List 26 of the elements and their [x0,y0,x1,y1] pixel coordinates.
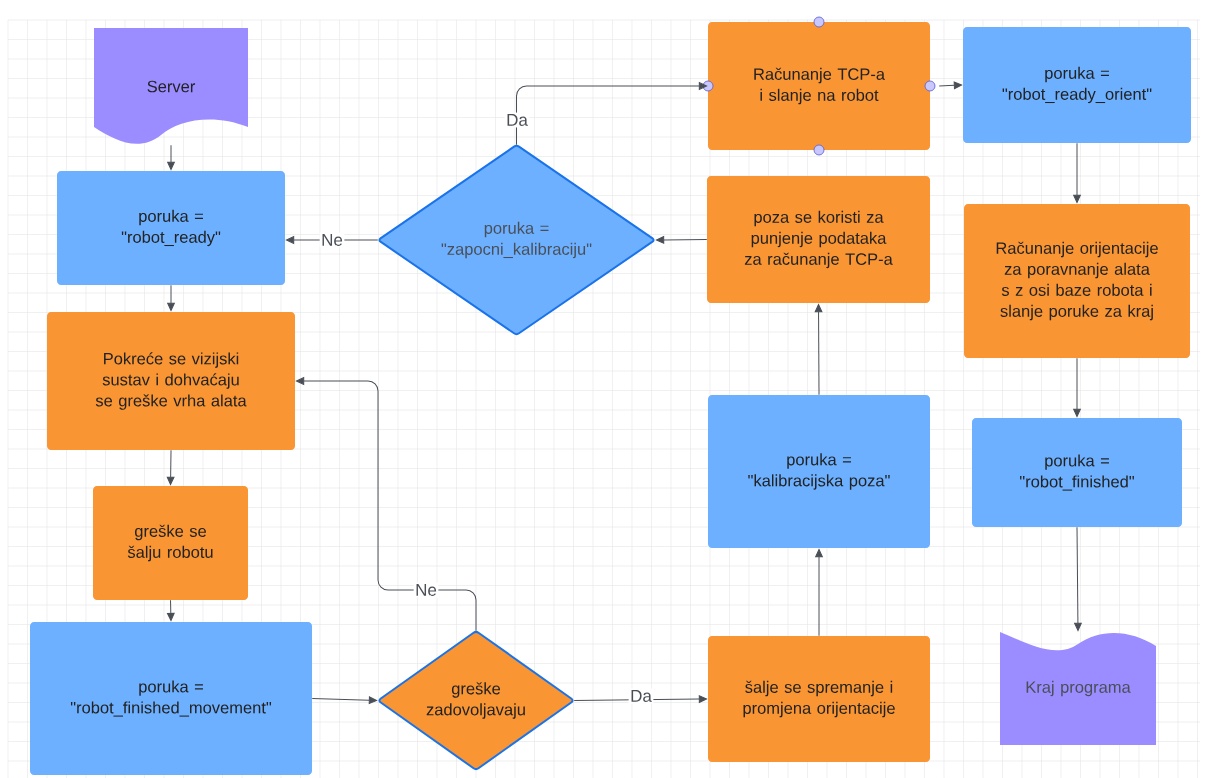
arrow [1074,526,1082,632]
process-box: poruka = "robot_finished" [972,418,1182,527]
arrow [166,599,175,622]
arrow [167,144,175,171]
arrow [1073,357,1081,418]
arrow [573,695,708,703]
process-box: Računanje orijentacije za poravnanje alata s z osi baze robota i slanje poruke za kraj [964,204,1190,358]
arrow [938,81,963,90]
arrow [166,449,175,486]
arrow [516,82,708,146]
process-box: poruka = "kalibracijska poza" [708,395,930,548]
arrow [655,236,708,244]
process-box: šalje se spremanje i promjena orijentacije [708,636,930,762]
process-box: poruka = "robot_ready" [57,171,285,285]
arrow [167,284,175,312]
arrow [814,303,823,396]
process-box: Pokreće se vizijski sustav i dohvaćaju se greške vrha alata [47,312,295,450]
arrow [311,696,378,705]
process-box: poruka = "robot_finished_movement" [30,622,312,775]
arrow [1073,142,1081,204]
process-box: poruka = "robot_ready_orient" [963,27,1191,143]
arrow [295,377,477,632]
process-box: greške se šalju robotu [93,486,248,600]
process-box: Računanje TCP-a i slanje na robot [708,22,930,150]
arrow [815,548,823,637]
process-box: poza se koristi za punjenje podataka za računanje TCP-a [707,176,930,303]
